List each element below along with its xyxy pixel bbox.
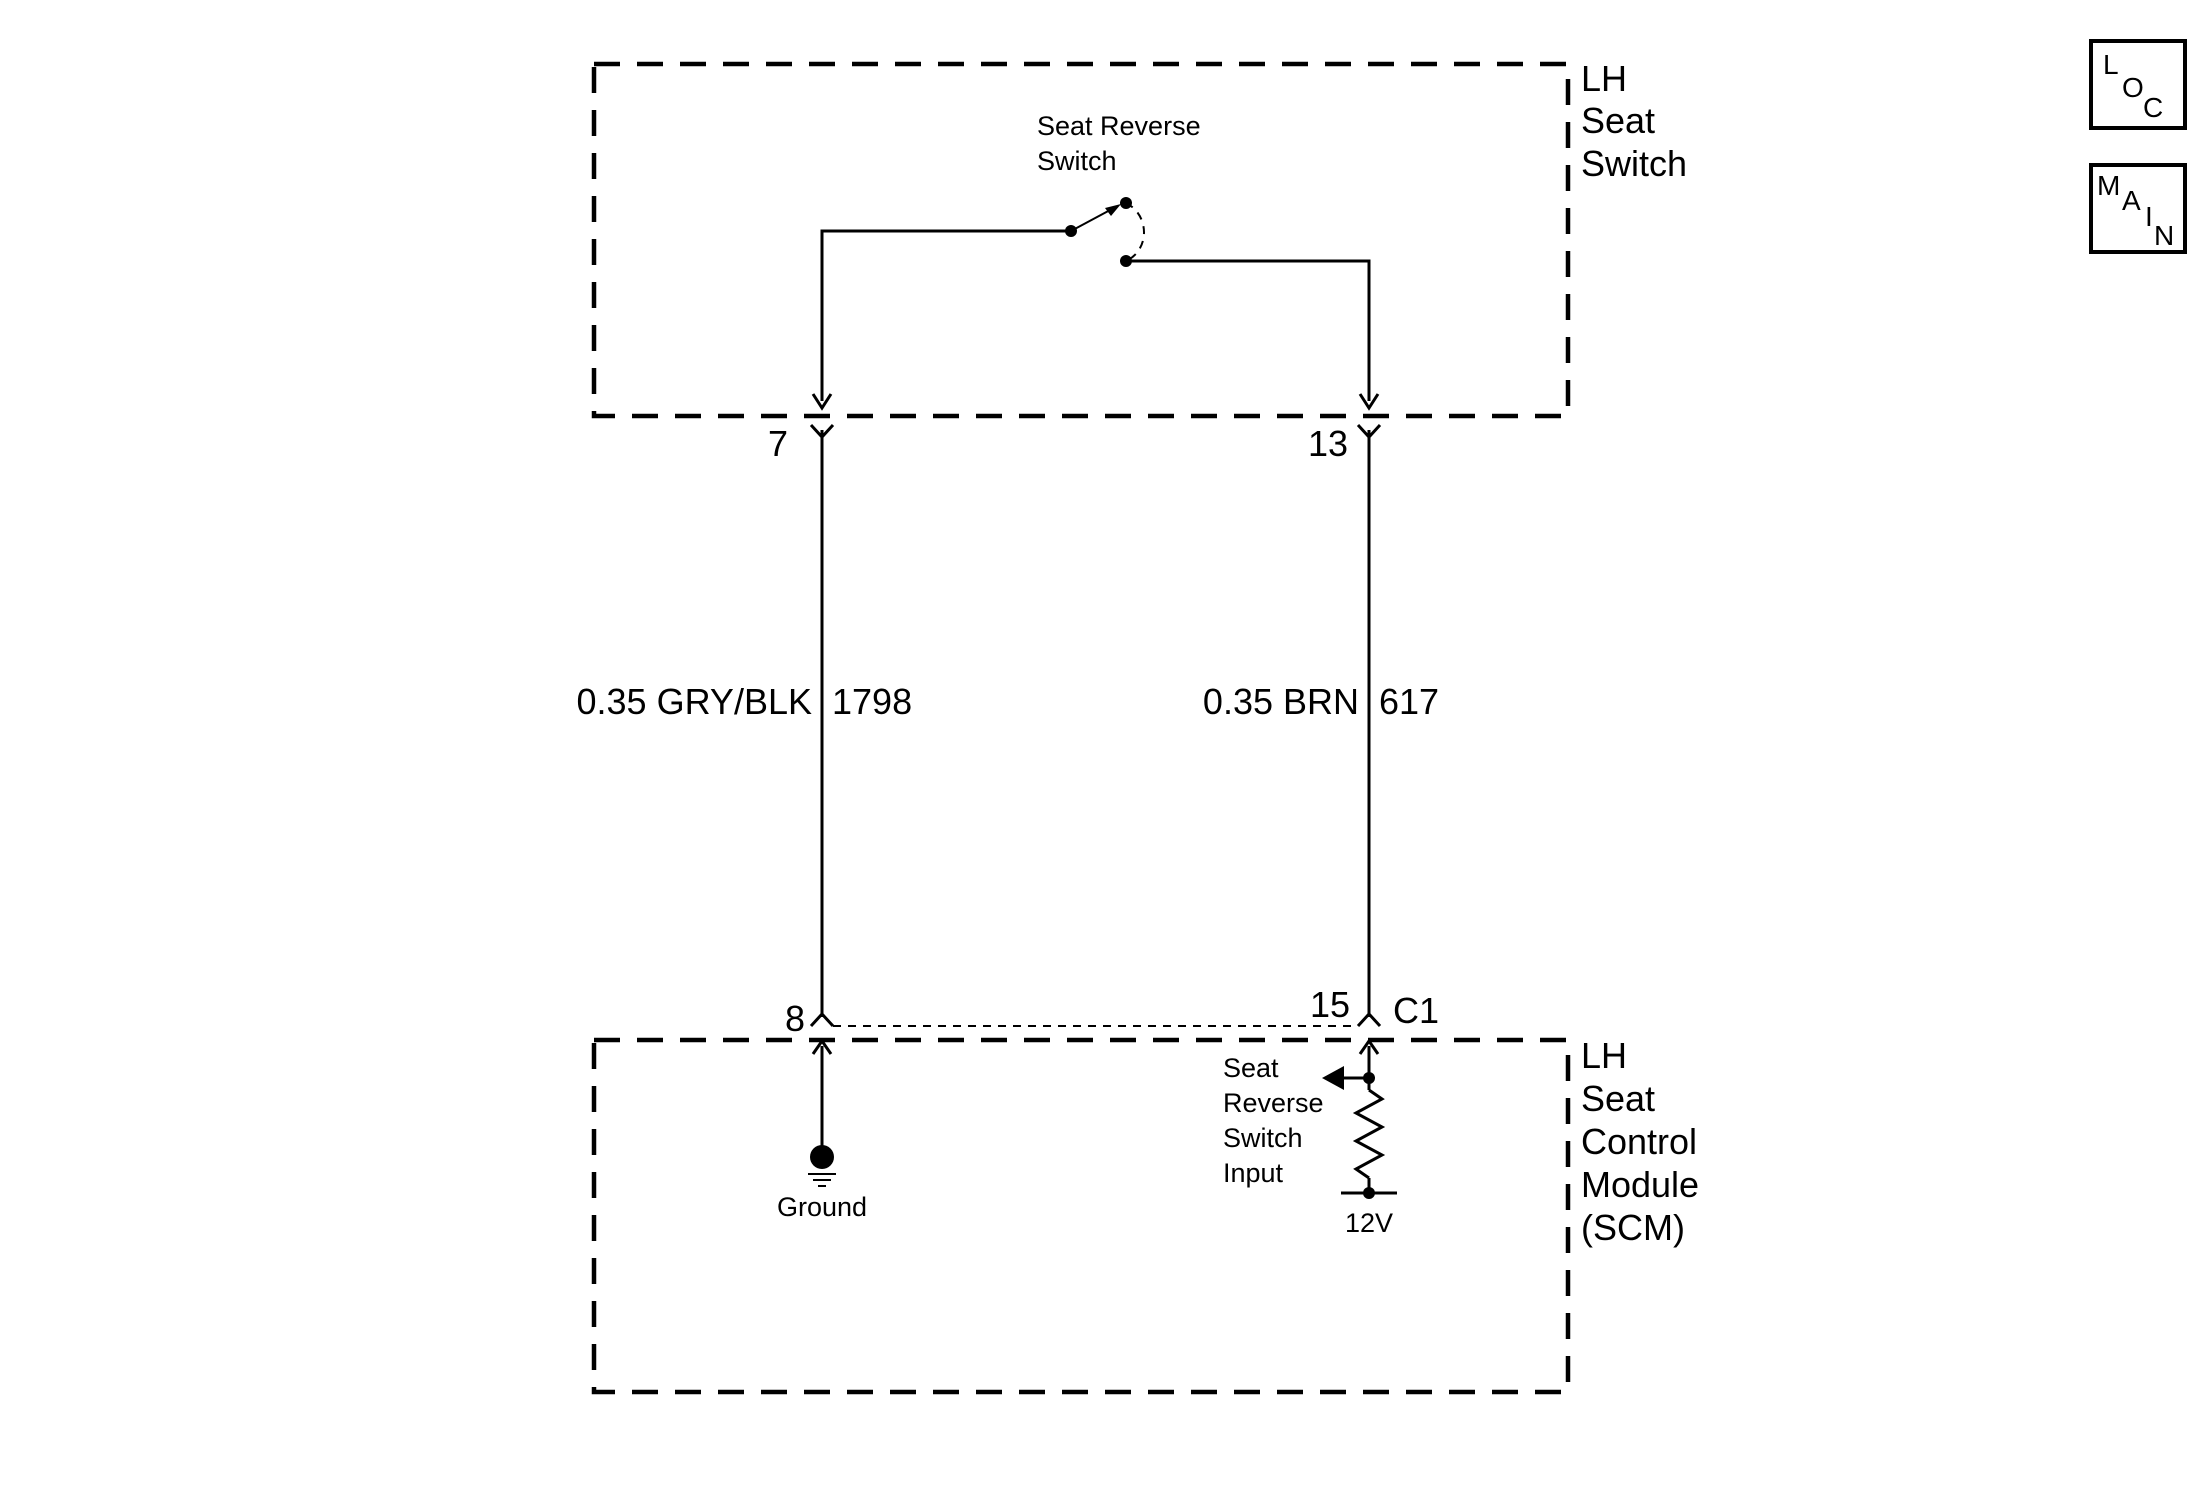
loc-letter-o: O [2122, 72, 2144, 103]
input-label-line-1: Seat [1223, 1053, 1279, 1083]
seat-switch-component: LH Seat Switch Seat Reverse Switch [591, 58, 1687, 419]
pin-7-label: 7 [768, 423, 788, 464]
input-label-line-3: Switch [1223, 1123, 1303, 1153]
loc-letter-c: C [2143, 92, 2163, 123]
loc-button[interactable]: L O C [2089, 39, 2187, 130]
wire-right-spec: 0.35 BRN [1203, 681, 1359, 722]
connector-c1-label: C1 [1393, 990, 1439, 1031]
scm-ground-circuit: Ground [777, 1038, 867, 1222]
scm-boundary [591, 1037, 1571, 1395]
main-letter-n: N [2154, 220, 2174, 251]
loc-letter-l: L [2103, 49, 2119, 80]
pin-15-label: 15 [1310, 984, 1350, 1025]
input-sense-arrow [1322, 1066, 1344, 1090]
switch-wire-left-arrow [811, 393, 833, 411]
main-letter-i: I [2145, 201, 2153, 232]
switch-internal-wire-left [820, 229, 1071, 401]
scm-input-circuit: 12V Seat Reverse Switch Input [1223, 1038, 1397, 1238]
harness-wires: 0.35 GRY/BLK 1798 0.35 BRN 617 [577, 430, 1439, 1017]
pin-8-terminal [809, 1011, 835, 1028]
ground-node [810, 1145, 834, 1169]
input-label-line-4: Input [1223, 1158, 1284, 1188]
loc-button-frame[interactable] [2089, 39, 2187, 130]
main-button-frame[interactable] [2089, 163, 2187, 254]
scm-component: LH Seat Control Module (SCM) Ground 12V [591, 1035, 1699, 1395]
main-button[interactable]: M A I N [2089, 163, 2187, 254]
scm-input-wire-arrow [1358, 1038, 1380, 1055]
reverse-switch-label-line-1: Seat Reverse [1037, 111, 1201, 141]
wire-left-circuit: 1798 [832, 681, 912, 722]
main-letter-m: M [2097, 170, 2120, 201]
switch-blade [1070, 208, 1113, 232]
wire-left-spec: 0.35 GRY/BLK [577, 681, 812, 722]
switch-mechanical-link [1125, 202, 1145, 262]
reverse-switch-label-line-2: Switch [1037, 146, 1117, 176]
switch-wire-right-arrow [1358, 393, 1380, 411]
seat-reverse-switch: Seat Reverse Switch [1037, 111, 1201, 267]
scm-name-line-1: LH [1581, 1035, 1627, 1076]
scm-name-line-3: Control [1581, 1121, 1697, 1162]
pin-15-terminal [1356, 1011, 1382, 1028]
main-letter-a: A [2122, 185, 2141, 216]
scm-name-line-4: Module [1581, 1164, 1699, 1205]
ground-label: Ground [777, 1192, 867, 1222]
pullup-resistor [1352, 1088, 1386, 1180]
scm-ground-wire-arrow [811, 1038, 833, 1055]
switch-connector: 7 13 [768, 423, 1382, 464]
seat-switch-boundary [591, 61, 1571, 419]
scm-name-line-5: (SCM) [1581, 1207, 1685, 1248]
seat-switch-name-line-3: Switch [1581, 143, 1687, 184]
switch-internal-wire-right [1126, 259, 1371, 401]
seat-switch-name-line-2: Seat [1581, 100, 1655, 141]
pin-8-label: 8 [785, 998, 805, 1039]
scm-name-line-2: Seat [1581, 1078, 1655, 1119]
supply-12v-label: 12V [1345, 1208, 1393, 1238]
wire-right-circuit: 617 [1379, 681, 1439, 722]
pin-13-label: 13 [1308, 423, 1348, 464]
input-label-line-2: Reverse [1223, 1088, 1324, 1118]
switch-blade-arrowhead [1105, 204, 1121, 216]
seat-switch-name-line-1: LH [1581, 58, 1627, 99]
scm-connector-c1: 8 15 C1 [785, 984, 1439, 1039]
